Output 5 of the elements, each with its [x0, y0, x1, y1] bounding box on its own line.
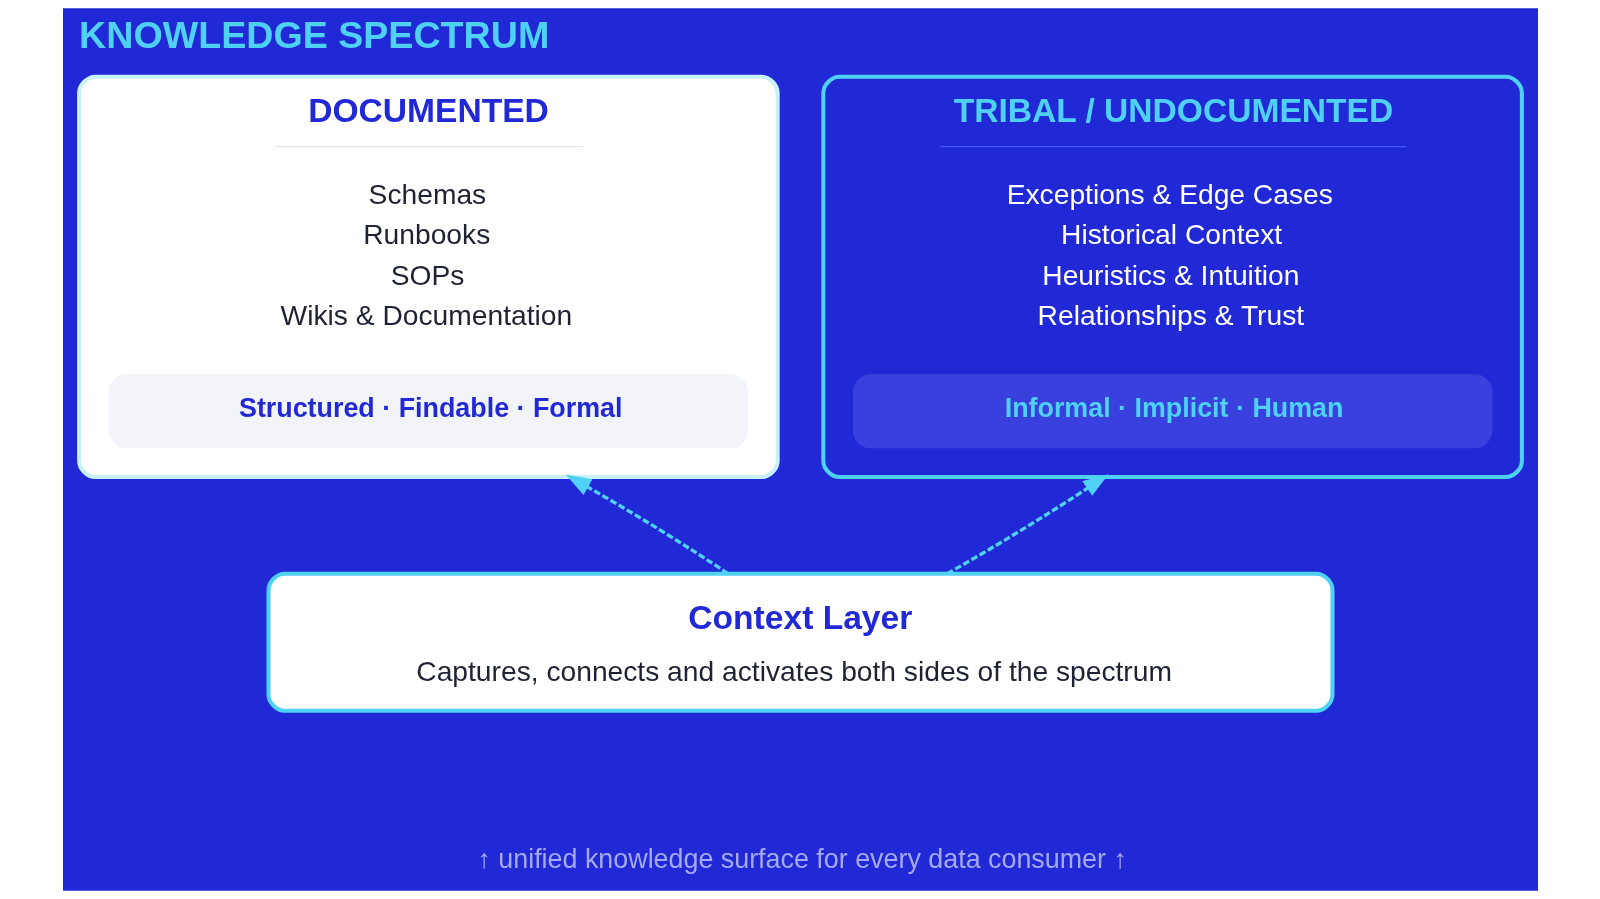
arrow — [565, 474, 729, 575]
node-box: Context Layer Captures, connects and activates both sides of the spectrum — [266, 571, 1334, 713]
caption: ↑ unified knowledge surface for every data consumer ↑ — [476, 843, 1127, 874]
diagram-title: KNOWLEDGE SPECTRUM — [78, 13, 549, 56]
node-box: Informal · Implicit · Human — [852, 374, 1492, 449]
